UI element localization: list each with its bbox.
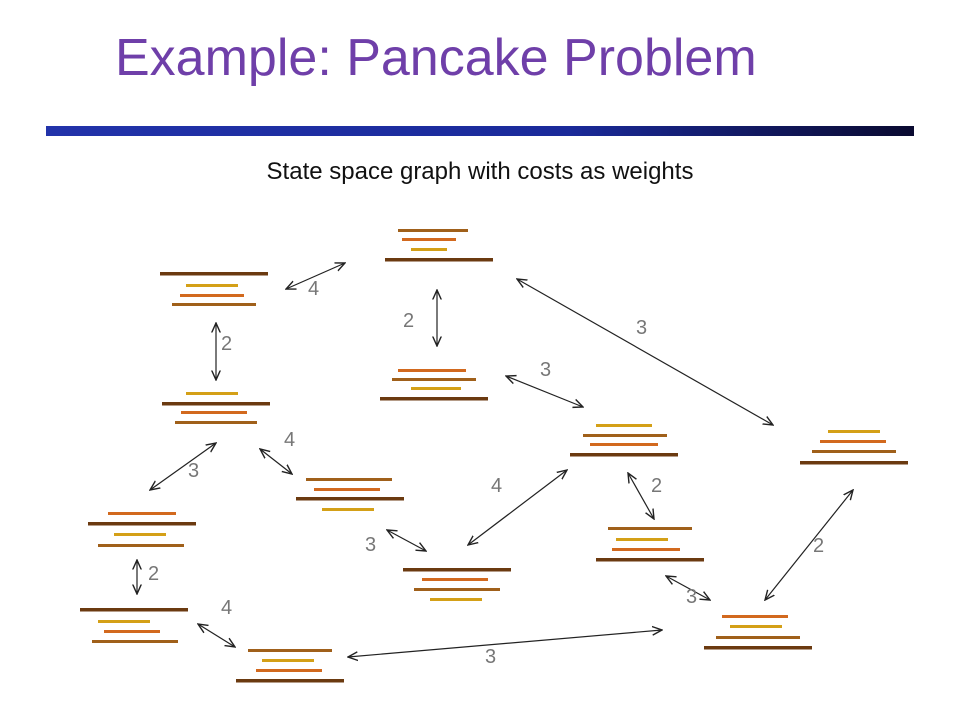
state-stack <box>88 512 196 547</box>
edge <box>260 449 292 474</box>
edge-cost-label: 2 <box>651 475 662 497</box>
edge <box>628 473 654 519</box>
title-divider <box>46 126 914 136</box>
edge-cost-label: 2 <box>148 563 159 585</box>
edge-cost-label: 4 <box>221 597 232 619</box>
edge-cost-label: 3 <box>686 586 697 608</box>
state-stack <box>385 229 493 262</box>
state-stack <box>403 568 511 601</box>
edge-cost-label: 2 <box>813 535 824 557</box>
edge-cost-label: 2 <box>221 333 232 355</box>
edge <box>517 279 773 425</box>
state-stack <box>800 430 908 465</box>
edge-cost-label: 3 <box>365 534 376 556</box>
edge <box>506 376 583 407</box>
edge-cost-label: 4 <box>308 278 319 300</box>
edge <box>286 263 345 289</box>
edge-cost-label: 4 <box>491 475 502 497</box>
edge-cost-label: 2 <box>403 310 414 332</box>
state-stack <box>80 608 188 643</box>
edge <box>387 530 426 551</box>
state-stack <box>380 369 488 401</box>
state-stack <box>596 527 704 562</box>
state-stack <box>162 392 270 424</box>
state-stack <box>570 424 678 457</box>
edge-cost-label: 3 <box>636 317 647 339</box>
edge <box>468 470 567 545</box>
state-stack <box>296 478 404 511</box>
state-stack <box>160 272 268 306</box>
edge-cost-label: 3 <box>540 359 551 381</box>
diagram-subtitle: State space graph with costs as weights <box>266 158 694 185</box>
state-stack <box>704 615 812 650</box>
edge <box>198 624 235 647</box>
edge <box>765 490 853 600</box>
edge <box>150 443 216 490</box>
edge <box>348 630 662 657</box>
edge-cost-label: 3 <box>188 460 199 482</box>
state-stack <box>236 649 344 683</box>
edge-cost-label: 4 <box>284 429 295 451</box>
edge-cost-label: 3 <box>485 646 496 668</box>
edge <box>666 576 710 600</box>
slide-title: Example: Pancake Problem <box>115 29 757 87</box>
